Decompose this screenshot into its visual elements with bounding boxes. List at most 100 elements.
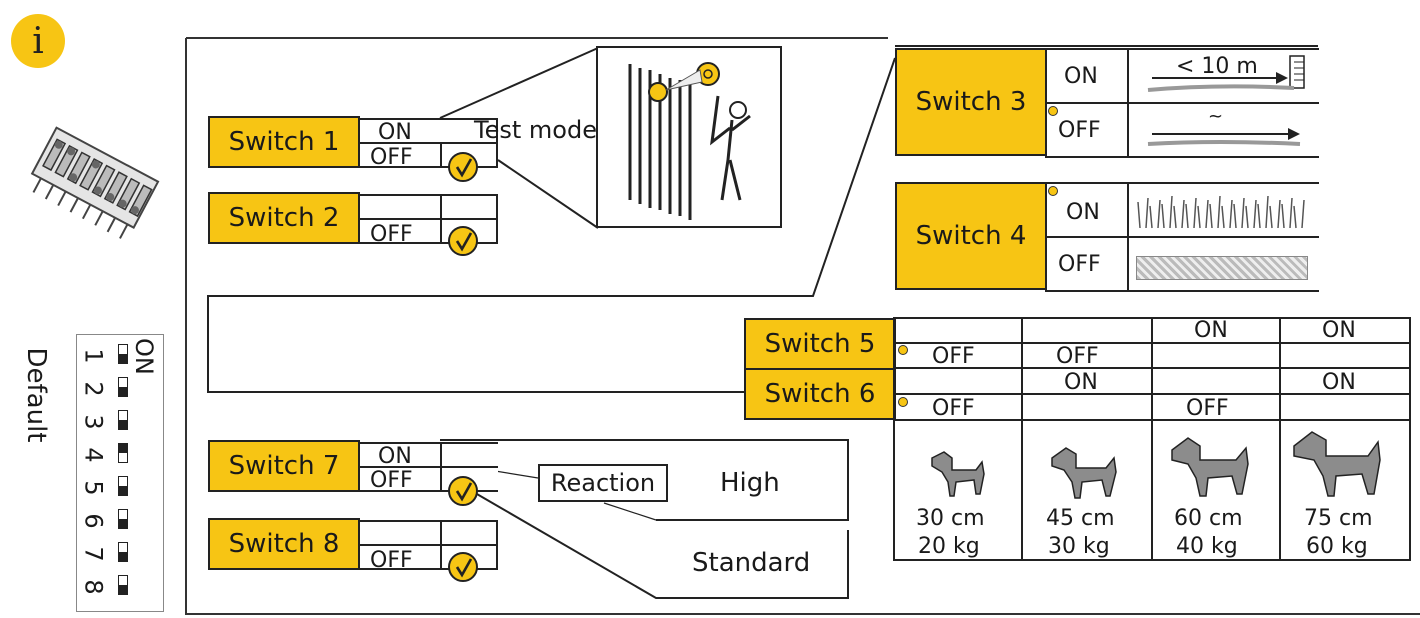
switch-6-label: Switch 6 bbox=[744, 368, 896, 420]
dip-switch-chip-icon bbox=[30, 126, 160, 239]
switch-2-off-cell bbox=[358, 218, 442, 244]
switch-3-tilde-text: ~ bbox=[1208, 106, 1224, 127]
switch-6-col4-text: ON bbox=[1322, 370, 1356, 395]
dog-4-height: 75 cm bbox=[1304, 506, 1373, 531]
switch-3-off-cell bbox=[1045, 102, 1129, 158]
dog-1-weight: 20 kg bbox=[918, 534, 980, 559]
switch-5-col2-text: OFF bbox=[1056, 344, 1099, 369]
dog-medium-icon bbox=[1051, 447, 1117, 499]
default-title: Default bbox=[21, 347, 51, 443]
switch-2-off-text: OFF bbox=[370, 222, 413, 247]
toggle-off-icon bbox=[118, 344, 128, 364]
tall-grass-icon bbox=[1137, 195, 1305, 229]
dog-small-icon bbox=[931, 451, 985, 497]
default-switch-row: 3 bbox=[80, 404, 140, 436]
toggle-off-icon bbox=[118, 575, 128, 595]
test-mode-text: Test mode bbox=[474, 116, 597, 144]
short-grass-icon bbox=[1136, 256, 1308, 280]
checkmark-icon bbox=[448, 226, 478, 256]
switch-6-col1-text: OFF bbox=[932, 396, 975, 421]
switch-5-col1-text: OFF bbox=[932, 344, 975, 369]
default-switch-number: 1 bbox=[79, 348, 108, 364]
switch-7-on-text: ON bbox=[378, 444, 412, 469]
default-marker-icon bbox=[1048, 186, 1058, 196]
default-switch-row: 6 bbox=[80, 503, 140, 535]
default-switch-number: 6 bbox=[79, 513, 108, 529]
dog-1-height: 30 cm bbox=[916, 506, 985, 531]
default-switch-number: 7 bbox=[79, 546, 108, 562]
default-switch-list: 1 2 3 4 5 6 7 8 bbox=[80, 338, 140, 608]
switch-3-distance-text: < 10 m bbox=[1176, 54, 1258, 79]
default-switch-row: 7 bbox=[80, 536, 140, 568]
default-marker-icon bbox=[1048, 106, 1058, 116]
switch-5-label: Switch 5 bbox=[744, 318, 896, 370]
switch-5-col4-text: ON bbox=[1322, 318, 1356, 343]
switch-3-on-text: ON bbox=[1064, 64, 1098, 89]
switch-2-on-cell bbox=[358, 194, 442, 220]
switch-3-label: Switch 3 bbox=[895, 48, 1047, 156]
default-switch-number: 2 bbox=[79, 381, 108, 397]
switch-2-on-check-cell bbox=[440, 194, 498, 220]
default-switch-number: 4 bbox=[79, 447, 108, 463]
switch-1-off-text: OFF bbox=[370, 145, 413, 170]
switch-8-off-text: OFF bbox=[370, 548, 413, 573]
test-mode-illustration bbox=[628, 62, 751, 220]
default-switch-row: 8 bbox=[80, 569, 140, 601]
reaction-high-text: High bbox=[720, 468, 780, 498]
checkmark-icon bbox=[448, 476, 478, 506]
toggle-off-icon bbox=[118, 542, 128, 562]
switch-2-label: Switch 2 bbox=[208, 192, 360, 244]
switch-8-off-cell bbox=[358, 544, 442, 570]
switch-6-col3-text: OFF bbox=[1186, 396, 1229, 421]
switch-8-on-check-cell bbox=[440, 520, 498, 546]
checkmark-icon bbox=[448, 152, 478, 182]
toggle-off-icon bbox=[118, 410, 128, 430]
switch-7-label: Switch 7 bbox=[208, 440, 360, 492]
dog-4-weight: 60 kg bbox=[1306, 534, 1368, 559]
default-switch-row: 2 bbox=[80, 371, 140, 403]
dog-large-icon bbox=[1171, 437, 1249, 497]
dog-2-weight: 30 kg bbox=[1048, 534, 1110, 559]
dog-extra-large-icon bbox=[1293, 431, 1381, 497]
switch-1-on-text: ON bbox=[378, 120, 412, 145]
switch-4-on-text: ON bbox=[1066, 200, 1100, 225]
default-switch-number: 3 bbox=[79, 414, 108, 430]
switch-4-off-text: OFF bbox=[1058, 252, 1101, 277]
default-switch-number: 5 bbox=[79, 480, 108, 496]
checkmark-icon bbox=[448, 552, 478, 582]
info-icon-glyph: i bbox=[32, 20, 44, 62]
switch-8-label: Switch 8 bbox=[208, 518, 360, 570]
toggle-off-icon bbox=[118, 476, 128, 496]
switch-7-on-check-cell bbox=[440, 442, 498, 468]
switch-4-label: Switch 4 bbox=[895, 182, 1047, 290]
switch-4-off-cell bbox=[1045, 236, 1129, 292]
dog-3-height: 60 cm bbox=[1174, 506, 1243, 531]
default-switch-number: 8 bbox=[79, 579, 108, 595]
dog-3-weight: 40 kg bbox=[1176, 534, 1238, 559]
reaction-text: Reaction bbox=[550, 469, 656, 497]
toggle-off-icon bbox=[118, 377, 128, 397]
switch-7-off-cell bbox=[358, 466, 442, 492]
switch-3-off-picture-cell bbox=[1127, 102, 1319, 158]
info-icon: i bbox=[11, 14, 65, 68]
reaction-standard-text: Standard bbox=[692, 548, 811, 578]
default-marker-icon bbox=[898, 345, 908, 355]
switch-7-off-text: OFF bbox=[370, 468, 413, 493]
switch-5-col3-text: ON bbox=[1194, 318, 1228, 343]
size-table-grid bbox=[893, 317, 1411, 561]
range-arrow-icon bbox=[1147, 55, 1305, 146]
toggle-off-icon bbox=[118, 509, 128, 529]
switch-1-label: Switch 1 bbox=[208, 116, 360, 168]
default-switch-row: 1 bbox=[80, 338, 140, 370]
reaction-box: Reaction bbox=[538, 464, 668, 502]
switch-3-off-text: OFF bbox=[1058, 118, 1101, 143]
default-switch-row: 5 bbox=[80, 470, 140, 502]
default-switch-row: 4 bbox=[80, 437, 140, 469]
default-marker-icon bbox=[898, 397, 908, 407]
switch-6-col2-text: ON bbox=[1064, 370, 1098, 395]
toggle-on-icon bbox=[118, 443, 128, 463]
dog-2-height: 45 cm bbox=[1046, 506, 1115, 531]
switch-8-on-cell bbox=[358, 520, 442, 546]
